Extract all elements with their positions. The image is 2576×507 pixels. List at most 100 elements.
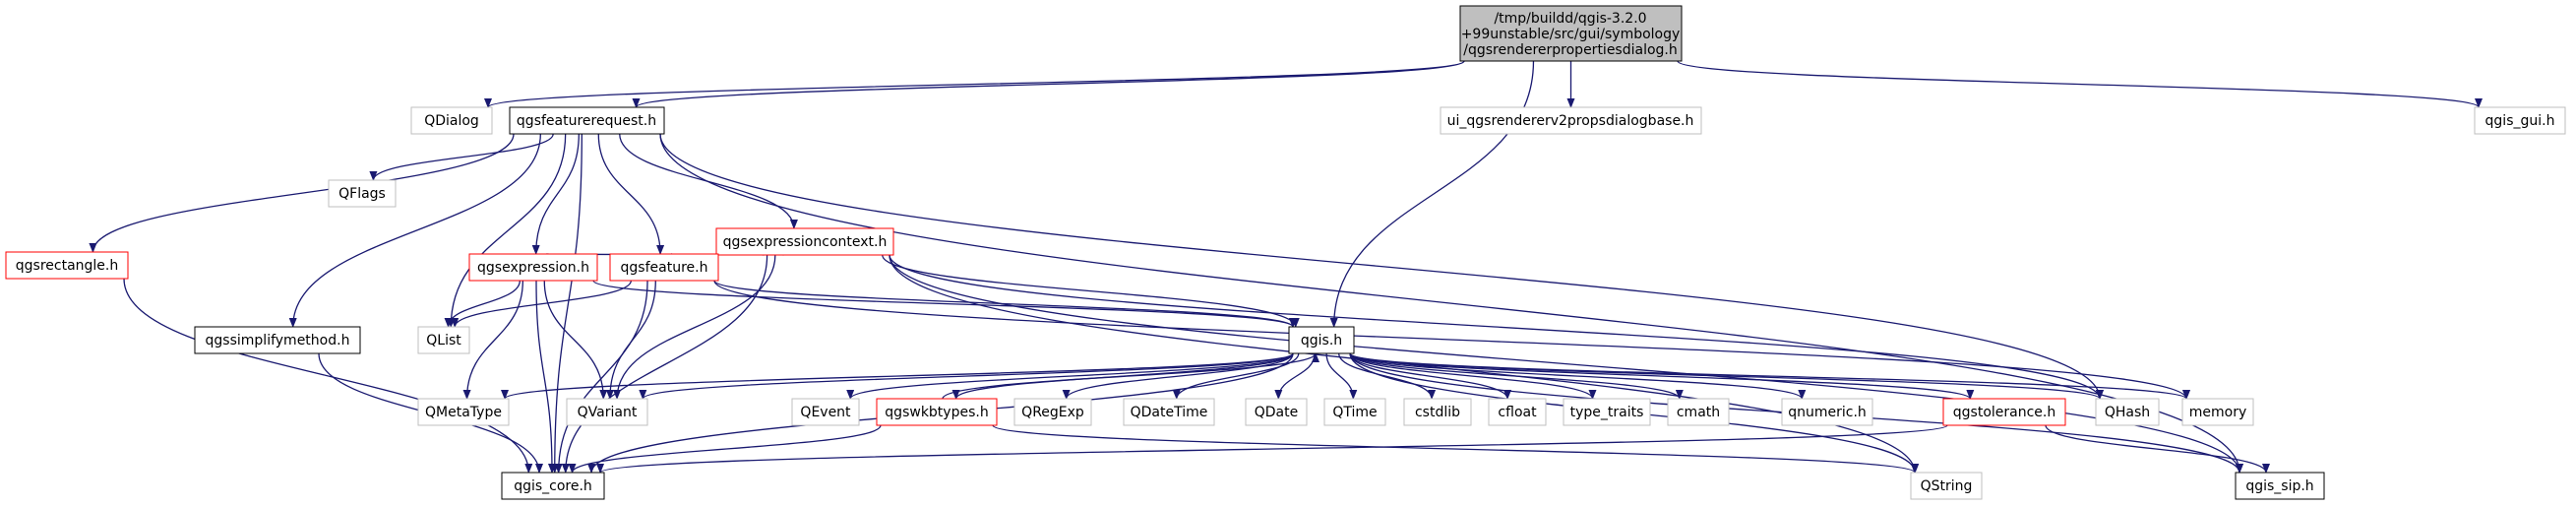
svg-text:QEvent: QEvent [800, 405, 851, 420]
node-memory[interactable]: memory [2181, 398, 2254, 426]
edge-qgis-to-type_traits [1349, 352, 1597, 400]
node-qgis-sip[interactable]: qgis_sip.h [2235, 472, 2325, 500]
edge-expression-to-qlist [444, 280, 521, 328]
node-root-header[interactable]: /tmp/buildd/qgis-3.2.0 +99unstable/src/g… [1459, 5, 1683, 62]
svg-text:type_traits: type_traits [1570, 405, 1644, 420]
edge-qgis-to-qvariant [639, 352, 1294, 400]
edge-exprctx-to-qvariant [613, 254, 776, 400]
svg-text:qgis_sip.h: qgis_sip.h [2245, 478, 2313, 494]
edge-wkbtypes-to-qstring [992, 424, 1919, 474]
edge-qgis-to-cstdlib [1338, 352, 1437, 400]
svg-text:QVariant: QVariant [578, 405, 638, 420]
node-qgsexpression[interactable]: qgsexpression.h [468, 253, 598, 282]
svg-text:cstdlib: cstdlib [1415, 405, 1460, 420]
edge-feature-to-core [554, 280, 648, 474]
svg-text:QHash: QHash [2105, 405, 2150, 420]
edge-tolerance-to-sip [2045, 424, 2270, 474]
edge-featreq-to-simplify [288, 133, 541, 328]
edge-qgis-to-qnumeric [1349, 352, 1807, 400]
edge-featreq-to-expression [531, 133, 580, 255]
node-qhash[interactable]: QHash [2095, 398, 2160, 426]
edge-qgis-to-qdatetime [1172, 352, 1300, 400]
edge-wkbtypes-to-qgis [942, 352, 1319, 400]
node-qdate[interactable]: QDate [1245, 398, 1308, 426]
edge-expression-to-core [535, 280, 556, 474]
edge-qgis-to-qhash [1349, 352, 2104, 400]
node-cstdlib[interactable]: cstdlib [1403, 398, 1472, 426]
edge-root-to-qdialog [484, 60, 1465, 108]
svg-text:qgis_core.h: qgis_core.h [514, 478, 592, 494]
svg-text:qgsexpressioncontext.h: qgsexpressioncontext.h [723, 234, 888, 250]
svg-text:QMetaType: QMetaType [425, 405, 502, 420]
edge-featreq-to-feature [597, 133, 665, 255]
svg-text:qgsfeaturerequest.h: qgsfeaturerequest.h [517, 113, 656, 129]
edge-qgis-to-tolerance [1349, 352, 1975, 400]
edge-rectangle-to-core [123, 278, 533, 474]
node-qgssimplifymethod[interactable]: qgssimplifymethod.h [194, 326, 361, 354]
edge-qgis-to-qmetatype [501, 352, 1294, 400]
edge-tolerance-to-core [596, 424, 1948, 474]
svg-text:cmath: cmath [1677, 405, 1720, 420]
svg-text:memory: memory [2189, 405, 2247, 420]
edge-feature-to-memory [713, 280, 2190, 400]
node-type-traits[interactable]: type_traits [1563, 398, 1651, 426]
node-qlist[interactable]: QList [417, 326, 470, 354]
edge-featreq-to-qlist [447, 133, 567, 328]
svg-text:QDialog: QDialog [424, 113, 479, 129]
edge-wkbtypes-to-core [568, 424, 882, 474]
svg-text:QString: QString [1921, 478, 1973, 494]
svg-text:qgsrectangle.h: qgsrectangle.h [16, 258, 118, 274]
svg-text:qgssimplifymethod.h: qgssimplifymethod.h [206, 333, 350, 349]
node-qdialog[interactable]: QDialog [410, 106, 493, 135]
node-ui-qgsrendererv2propsdialogbase[interactable]: ui_qgsrendererv2propsdialogbase.h [1440, 106, 1702, 135]
svg-text:ui_qgsrendererv2propsdialogbas: ui_qgsrendererv2propsdialogbase.h [1447, 113, 1694, 129]
svg-text:qgsexpression.h: qgsexpression.h [477, 260, 589, 276]
file-nodes: /tmp/buildd/qgis-3.2.0 +99unstable/src/g… [5, 5, 2566, 500]
node-qmetatype[interactable]: QMetaType [417, 398, 510, 426]
node-label-line-2: +99unstable/src/gui/symbology [1461, 27, 1681, 42]
svg-text:qgis_gui.h: qgis_gui.h [2485, 113, 2555, 129]
node-qgis-core[interactable]: qgis_core.h [501, 472, 605, 500]
edge-qgis-to-memory [1349, 352, 2190, 400]
svg-text:QTime: QTime [1332, 405, 1377, 420]
edge-featreq-to-qhash [659, 133, 2104, 400]
svg-text:QList: QList [426, 333, 461, 349]
node-qdatetime[interactable]: QDateTime [1123, 398, 1215, 426]
svg-text:QDate: QDate [1255, 405, 1298, 420]
node-box [1459, 5, 1683, 62]
node-qflags[interactable]: QFlags [328, 179, 397, 208]
svg-text:qnumeric.h: qnumeric.h [1788, 405, 1867, 420]
node-qevent[interactable]: QEvent [791, 398, 860, 426]
edge-exprctx-to-qhash [889, 254, 2104, 400]
node-label-line-1: /tmp/buildd/qgis-3.2.0 [1494, 11, 1646, 27]
node-qgis-gui[interactable]: qgis_gui.h [2474, 106, 2566, 135]
svg-text:qgis.h: qgis.h [1301, 333, 1342, 349]
edge-featreq-to-rectangle [89, 133, 515, 253]
edge-root-to-gui [1677, 60, 2483, 108]
node-qgsfeature[interactable]: qgsfeature.h [609, 253, 719, 282]
svg-text:QFlags: QFlags [338, 186, 386, 202]
node-qvariant[interactable]: QVariant [566, 398, 648, 426]
node-cfloat[interactable]: cfloat [1488, 398, 1547, 426]
edge-qgis-to-cmath [1349, 352, 1684, 400]
edge-exprctx-to-sip [889, 254, 2243, 474]
node-qgsfeaturerequest[interactable]: qgsfeaturerequest.h [509, 106, 665, 135]
node-qgswkbtypes[interactable]: qgswkbtypes.h [876, 398, 998, 426]
node-qtime[interactable]: QTime [1323, 398, 1386, 426]
node-qgsexpressioncontext[interactable]: qgsexpressioncontext.h [715, 227, 894, 256]
node-qstring[interactable]: QString [1910, 472, 1983, 500]
node-qgstolerance[interactable]: qgstolerance.h [1942, 398, 2066, 426]
edge-expression-to-qvariant [543, 280, 608, 400]
node-qregexp[interactable]: QRegExp [1013, 398, 1092, 426]
svg-text:QRegExp: QRegExp [1021, 405, 1084, 420]
edge-qgis-to-qregexp [1062, 352, 1294, 400]
svg-text:QDateTime: QDateTime [1131, 405, 1208, 420]
node-qgis-h[interactable]: qgis.h [1288, 326, 1355, 354]
edge-qgis-to-qevent [846, 352, 1294, 400]
node-qgsrectangle[interactable]: qgsrectangle.h [5, 251, 129, 280]
edge-featreq-to-core [550, 133, 583, 474]
node-cmath[interactable]: cmath [1667, 398, 1730, 426]
edge-qgis-to-cfloat [1349, 352, 1511, 400]
node-qnumeric[interactable]: qnumeric.h [1781, 398, 1873, 426]
